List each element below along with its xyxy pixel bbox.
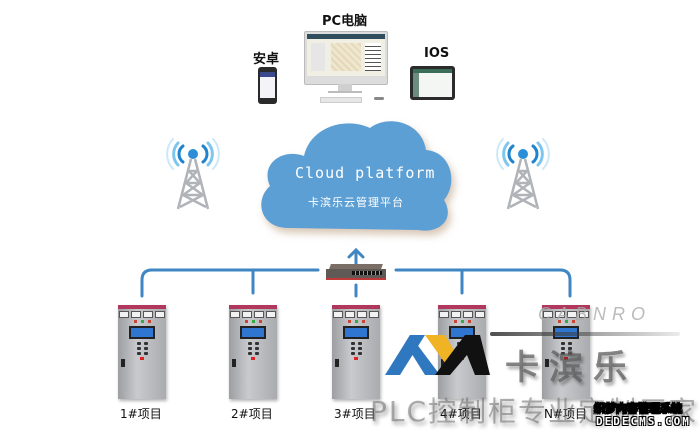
cabinet-lcd-screen <box>240 326 266 339</box>
control-cabinet <box>542 305 590 399</box>
cabinet-door-handle <box>545 359 549 367</box>
android-label: 安卓 <box>253 52 280 67</box>
signal-tower-right-icon <box>496 138 550 210</box>
cabinet-top-strip <box>542 305 590 309</box>
ios-label: IOS <box>424 46 450 61</box>
dedecms-en: DEDECMS.COM <box>596 415 691 428</box>
cabinet-door-handle <box>232 359 236 367</box>
cabinet-top-strip <box>438 305 486 309</box>
cabinet-lights <box>118 320 166 323</box>
cloud-title: Cloud platform <box>295 164 436 182</box>
router-switch-icon <box>326 264 386 280</box>
cabinet-label: N#项目 <box>544 407 588 421</box>
bus-left <box>140 268 320 298</box>
android-phone-icon <box>258 67 277 104</box>
ios-tablet-icon <box>410 66 455 100</box>
cabinet-label: 4#项目 <box>440 407 482 421</box>
control-cabinet <box>118 305 166 399</box>
pc-label: PC电脑 <box>322 14 368 29</box>
cabinet-top-strip <box>332 305 380 309</box>
cabinet-door-handle <box>335 359 339 367</box>
brand-english: CABNRO <box>538 304 652 324</box>
cloud-shape <box>261 121 452 231</box>
keyboard-icon <box>320 97 362 103</box>
cabinet-label: 1#项目 <box>120 407 162 421</box>
cabinet-buttons <box>229 342 277 355</box>
cabinet-meters <box>229 311 277 318</box>
cabinet-buttons <box>332 342 380 355</box>
control-cabinet <box>229 305 277 399</box>
cabinet-door-handle <box>121 359 125 367</box>
cabinet-label: 3#项目 <box>334 407 376 421</box>
slogan-watermark: PLC控制柜专业定制厂家 <box>370 395 699 428</box>
bus-right <box>394 268 572 298</box>
cabinet-label: 2#项目 <box>231 407 273 421</box>
cloud-subtitle: 卡滨乐云管理平台 <box>308 196 404 209</box>
brand-chinese: 卡滨乐 <box>505 348 637 388</box>
pc-monitor-icon <box>304 31 388 95</box>
cabinet-buttons <box>542 342 590 355</box>
cabinet-lights <box>438 320 486 323</box>
signal-tower-left-icon <box>166 138 220 210</box>
cabinet-door-handle <box>441 359 445 367</box>
cabinet-top-strip <box>118 305 166 309</box>
mouse-icon <box>374 97 384 100</box>
cabinet-lights <box>229 320 277 323</box>
cabinet-stop-button <box>564 357 568 360</box>
control-cabinet <box>332 305 380 399</box>
brand-logo <box>385 335 490 375</box>
cabinet-lights <box>332 320 380 323</box>
cabinet-meters <box>542 311 590 318</box>
dedecms-cn: 织梦内容管理系统 <box>594 402 683 416</box>
cabinet-lcd-screen <box>343 326 369 339</box>
cabinet-meters <box>332 311 380 318</box>
cabinet-buttons <box>118 342 166 355</box>
logo-swoosh <box>490 332 680 336</box>
cabinet-stop-button <box>140 357 144 360</box>
cabinet-meters <box>438 311 486 318</box>
cabinet-top-strip <box>229 305 277 309</box>
cabinet-lights <box>542 320 590 323</box>
cabinet-stop-button <box>251 357 255 360</box>
cabinet-lcd-screen <box>129 326 155 339</box>
cabinet-meters <box>118 311 166 318</box>
cabinet-stop-button <box>354 357 358 360</box>
